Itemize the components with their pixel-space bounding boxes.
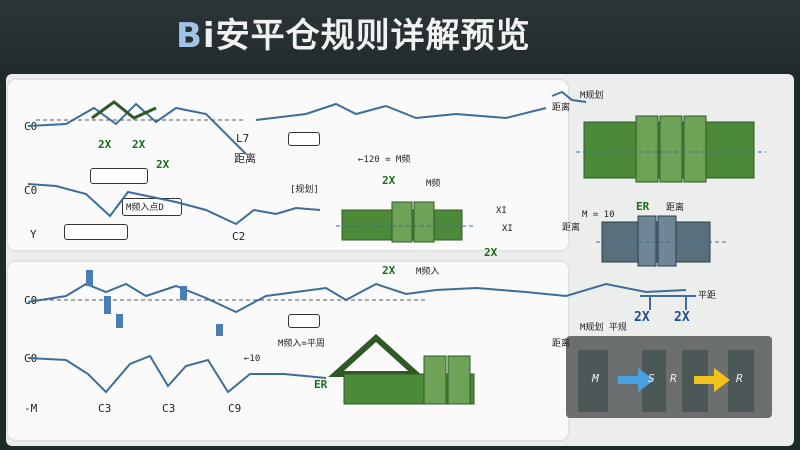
y-label-c0-3: C0	[24, 294, 38, 307]
right-er1-sub: 距离	[666, 203, 685, 213]
flow-panel	[566, 336, 772, 418]
green-col-2	[413, 201, 435, 243]
green-col-5	[683, 115, 707, 183]
mid-top-label: ←120 = M频	[358, 155, 411, 165]
entry-box-label: M频入点D	[126, 203, 164, 213]
title-prefix: B	[176, 16, 203, 56]
diagram-canvas	[27, 90, 772, 418]
panel-top: C0 C0 Y 2X 2X 2X L7 距离 M频入点D C2 [规划]	[8, 80, 568, 250]
green-col-3	[635, 115, 659, 183]
right-2x-a: 2X	[634, 310, 650, 325]
right-er2: 距离	[562, 223, 581, 233]
flow-block-4	[728, 350, 754, 412]
diagram-board: C0 C0 Y 2X 2X 2X L7 距离 M频入点D C2 [规划] C0 …	[6, 74, 794, 446]
marker-box-4	[288, 314, 320, 328]
marker-box-2	[64, 224, 128, 240]
line-bottom-upper	[27, 282, 687, 314]
line-top-lower	[27, 183, 321, 226]
line-top-right	[255, 102, 547, 121]
marker-box-1	[90, 168, 148, 184]
right-pa-label: 平距	[698, 291, 717, 301]
bar-blue-1	[86, 270, 93, 286]
line-top-upper	[27, 102, 247, 155]
label-bracket: [规划]	[290, 185, 319, 195]
bar-blue-5	[216, 324, 223, 336]
mid-ma-label: M频	[426, 179, 441, 189]
mid-xl: XI	[496, 206, 507, 216]
line-bottom-lower	[27, 354, 327, 394]
bar-blue-2	[104, 296, 111, 314]
label-m-entry: M频入=平周	[278, 339, 325, 349]
flow-arrow-blue	[618, 368, 654, 392]
right-note2: M规划 平规	[580, 323, 627, 333]
page-title: Bi安平仓规则详解预览	[176, 14, 531, 58]
label-ten: ←10	[244, 354, 261, 364]
flow-label-m: M	[592, 372, 599, 385]
green-col-6	[423, 355, 447, 405]
green-roof	[328, 333, 424, 377]
slate-col-2	[657, 215, 677, 267]
right-er1: ER	[636, 200, 650, 213]
right-top-label: 距离	[552, 103, 571, 113]
label-er: ER	[314, 378, 328, 391]
label-2x-c: 2X	[156, 158, 170, 171]
marker-box-3	[288, 132, 320, 146]
bar-blue-3	[116, 314, 123, 328]
mid-xm: XI	[502, 224, 513, 234]
flow-label-r1: R	[670, 372, 677, 385]
right-m10: M = 10	[582, 210, 615, 220]
line-top-green	[91, 100, 157, 120]
y-label-m: -M	[24, 402, 38, 415]
label-distance: 距离	[234, 152, 256, 165]
label-c2: C2	[232, 230, 246, 243]
label-2x-b: 2X	[132, 138, 146, 151]
label-2x-a: 2X	[98, 138, 112, 151]
right-top-note: M规划	[580, 91, 604, 101]
flow-label-s: S	[648, 372, 655, 385]
mid-2x-bottom: 2X	[382, 264, 396, 277]
flow-arrow-yellow	[694, 368, 730, 392]
y-label-c0-2: C0	[24, 184, 38, 197]
slate-col-1	[637, 215, 657, 267]
green-col-4	[659, 115, 683, 183]
mid-2x-left: 2X	[382, 174, 396, 187]
label-l7: L7	[236, 132, 250, 145]
flow-block-1	[578, 350, 608, 412]
header-bar: Bi安平仓规则详解预览	[0, 0, 800, 72]
green-col-1	[391, 201, 413, 243]
right-2x-b: 2X	[674, 310, 690, 325]
title-text: i安平仓规则详解预览	[202, 16, 531, 56]
line-top-tail	[551, 90, 587, 103]
y-label-y: Y	[30, 228, 37, 241]
green-col-7	[447, 355, 471, 405]
label-c3-b: C3	[162, 402, 176, 415]
flow-label-r2: R	[736, 372, 743, 385]
bar-blue-4	[180, 286, 187, 300]
label-c3-a: C3	[98, 402, 112, 415]
entry-box: M频入点D	[122, 198, 182, 216]
mid-2x-right: 2X	[484, 246, 498, 259]
mid-ma-bottom: M频入	[416, 267, 440, 277]
label-c9: C9	[228, 402, 242, 415]
right-dist-label: 距离	[552, 339, 571, 349]
panel-bottom: C0 C0 -M C3 C3 C9 M频入=平周 ←10 ER	[8, 262, 568, 440]
